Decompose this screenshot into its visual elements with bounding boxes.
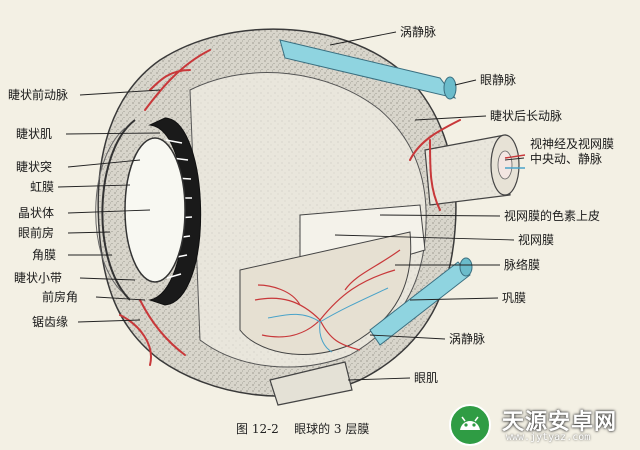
label-iris: 虹膜 [30, 180, 55, 194]
watermark-logo [449, 404, 491, 446]
label-posterior-ciliary-artery: 睫状后长动脉 [490, 109, 563, 123]
label-eye-muscle: 眼肌 [414, 371, 439, 385]
label-central-vessels: 中央动、静脉 [530, 152, 603, 166]
retina-lower-cut [239, 231, 412, 355]
label-anterior-chamber-angle: 前房角 [42, 290, 79, 304]
label-ophthalmic-vein: 眼静脉 [480, 73, 517, 87]
lens [124, 137, 186, 283]
figure-caption: 图 12-2 眼球的 3 层膜 [236, 420, 369, 437]
ciliary-arteries [119, 49, 461, 366]
label-optic-nerve: 视神经及视网膜 [530, 137, 615, 151]
label-ciliary-process: 睫状突 [16, 160, 53, 174]
figure-title: 眼球的 3 层膜 [294, 422, 370, 436]
cornea [101, 119, 136, 301]
label-ciliary-anterior-artery: 睫状前动脉 [8, 88, 69, 102]
label-choroid: 脉络膜 [504, 258, 541, 272]
veins [279, 39, 473, 346]
eye-muscle [269, 361, 353, 406]
label-cornea: 角膜 [32, 248, 57, 262]
retinal-arteries [254, 249, 401, 351]
label-sclera: 巩膜 [502, 291, 527, 305]
label-vortex-vein-bottom: 涡静脉 [449, 332, 486, 346]
figure-number: 图 12-2 [236, 422, 279, 436]
optic-nerve [424, 134, 526, 206]
label-lens: 晶状体 [18, 206, 55, 220]
label-ora-serrata: 锯齿缘 [32, 315, 69, 329]
watermark-url: www.jytyaz.com [506, 432, 591, 443]
label-vortex-vein-top: 涡静脉 [400, 25, 437, 39]
label-anterior-chamber: 眼前房 [18, 226, 55, 240]
retinal-veins [267, 287, 389, 353]
label-retinal-pigment-epithelium: 视网膜的色素上皮 [504, 209, 601, 223]
label-ciliary-muscle: 睫状肌 [16, 127, 53, 141]
label-ciliary-zonule: 睫状小带 [14, 271, 63, 285]
watermark-name: 天源安卓网 [502, 410, 618, 435]
leader-lines [57, 31, 525, 381]
label-retina: 视网膜 [518, 233, 555, 247]
